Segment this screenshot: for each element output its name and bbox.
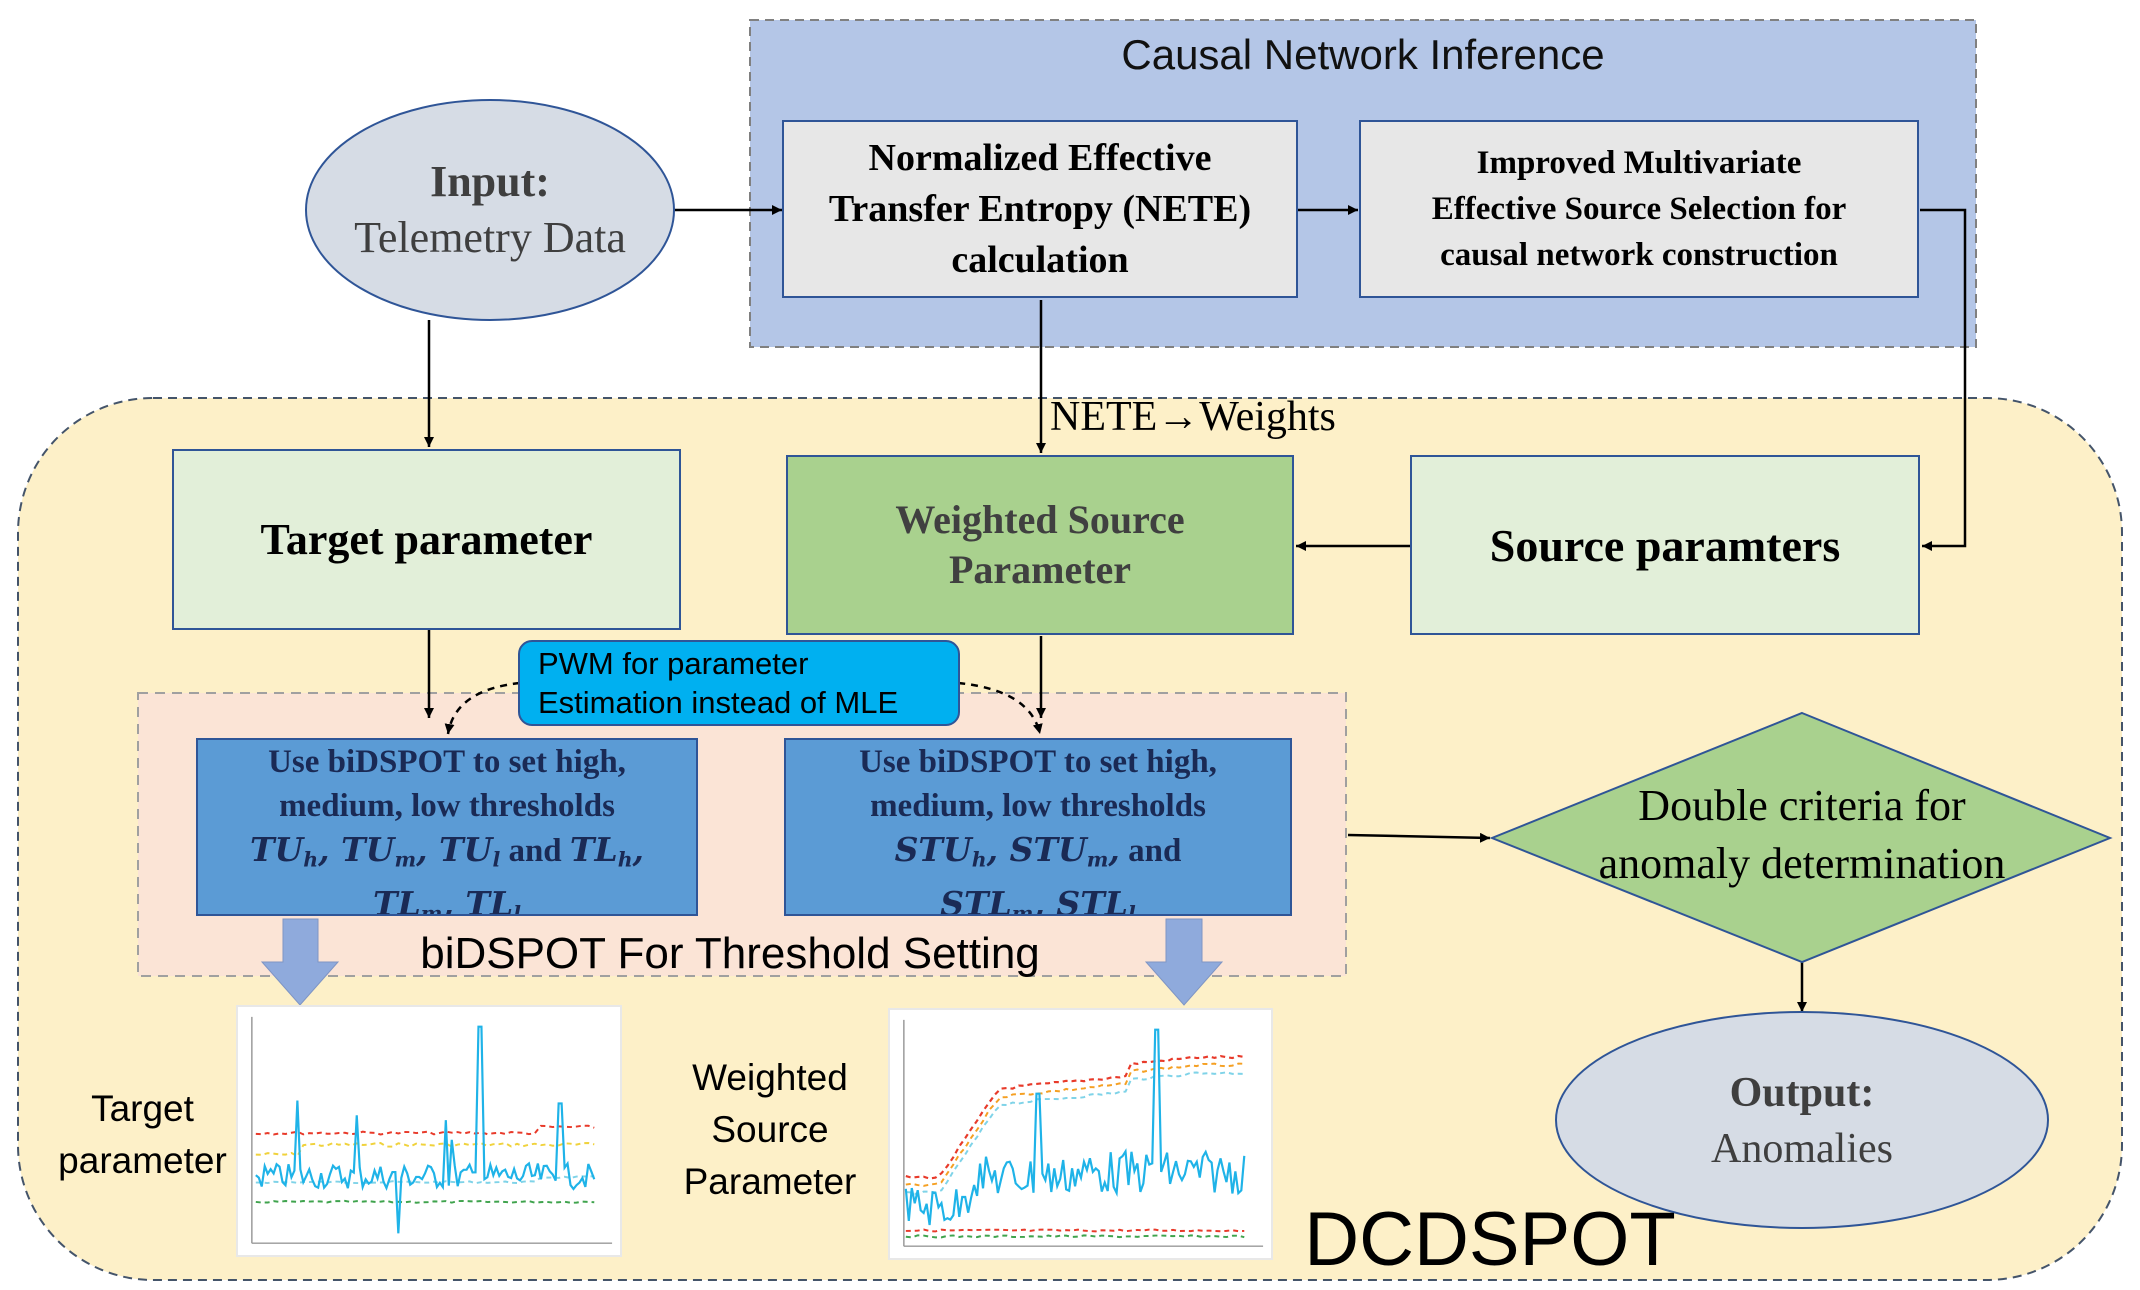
weighted-threshold-low	[905, 1071, 1245, 1196]
bidspot-right-line2: medium, low thresholds	[870, 788, 1206, 824]
output-ellipse	[1555, 1011, 2049, 1229]
tl-m: TL	[373, 883, 421, 916]
nete-box-line3: calculation	[951, 238, 1129, 281]
source-parameters-box-label: Source paramters	[1489, 519, 1841, 571]
tu-m-sub: m	[394, 847, 417, 872]
framework-name-text: DCDSPOT	[1304, 1196, 1676, 1282]
weighted-threshold-mid	[905, 1062, 1245, 1187]
weighted-plot-label-line2: Source	[711, 1109, 829, 1150]
stl-m-sub: m	[1011, 901, 1034, 916]
mess-box-line2: Effective Source Selection for	[1431, 191, 1847, 227]
tl-l-sub: l	[513, 901, 521, 916]
pwm-note: PWM for parameter Estimation instead of …	[518, 640, 960, 726]
mess-box-line1: Improved Multivariate	[1476, 145, 1802, 181]
stu-m: STU	[1009, 830, 1087, 869]
output-title: Output:	[1729, 1070, 1875, 1116]
bidspot-right-line3: STUh, STUm, and	[894, 830, 1182, 872]
nete-weights-label-text: NETE→Weights	[1050, 394, 1336, 440]
stl-l: STL	[1056, 883, 1129, 916]
decision-node: Double criteria for anomaly determinatio…	[1560, 770, 2044, 900]
input-title: Input:	[430, 157, 550, 206]
stu-h-sub: h	[971, 847, 987, 872]
input-subtitle: Telemetry Data	[354, 213, 626, 262]
weighted-series-line	[904, 1028, 1246, 1226]
bidspot-panel-title: biDSPOT For Threshold Setting	[340, 926, 1120, 982]
pwm-note-line2: Estimation instead of MLE	[538, 685, 899, 720]
dashed-arrow-note-right	[957, 681, 1043, 735]
down-arrow-left	[260, 918, 340, 1006]
output-subtitle: Anomalies	[1711, 1126, 1893, 1172]
bidspot-left-line1: Use biDSPOT to set high,	[268, 744, 626, 780]
weighted-source-plot	[888, 1008, 1273, 1260]
target-plot-image	[251, 1016, 613, 1244]
target-parameter-box: Target parameter	[172, 449, 681, 630]
weighted-source-box-line1: Weighted Source	[895, 497, 1185, 542]
nete-box: Normalized Effective Transfer Entropy (N…	[782, 120, 1298, 298]
mess-box: Improved Multivariate Effective Source S…	[1359, 120, 1919, 298]
stl-l-sub: l	[1128, 901, 1136, 916]
arrow-mess-to-source	[1920, 208, 1967, 551]
bidspot-left-line4: TLm, TLl	[373, 882, 521, 916]
tl-h-sub: h	[617, 847, 633, 872]
output-node: Output: Anomalies	[1600, 1062, 2004, 1180]
and-word-right: and	[1128, 833, 1182, 869]
tu-l: TU	[439, 830, 493, 869]
arrow-bidspot-to-decision	[1347, 832, 1491, 843]
weighted-plot-label: Weighted Source Parameter	[640, 1050, 900, 1210]
decision-line1: Double criteria for	[1638, 781, 1966, 830]
decision-diamond	[1489, 711, 2113, 964]
target-parameter-box-label: Target parameter	[260, 515, 593, 564]
target-plot-label: Target parameter	[30, 1080, 255, 1190]
tl-l: TL	[465, 883, 514, 916]
and-word-left: and	[508, 833, 562, 869]
bidspot-panel-title-text: biDSPOT For Threshold Setting	[420, 929, 1040, 978]
weighted-source-box: Weighted Source Parameter	[786, 455, 1294, 635]
target-threshold-high	[255, 1141, 595, 1158]
tu-l-sub: l	[492, 847, 501, 872]
stu-h: STU	[894, 830, 972, 869]
target-plot-label-line1: Target	[91, 1088, 194, 1129]
down-arrow-right	[1144, 918, 1224, 1006]
weighted-plot-image	[903, 1019, 1264, 1247]
target-parameter-plot	[236, 1005, 622, 1257]
weighted-plot-label-line1: Weighted	[692, 1057, 848, 1098]
framework-name: DCDSPOT	[1300, 1196, 1680, 1282]
nete-box-line1: Normalized Effective	[868, 136, 1212, 179]
target-plot-label-line2: parameter	[58, 1140, 227, 1181]
stu-m-sub: m	[1086, 847, 1109, 872]
stl-m: STL	[940, 883, 1012, 916]
causal-panel-title-text: Causal Network Inference	[1121, 31, 1605, 78]
weighted-plot-label-line3: Parameter	[683, 1161, 857, 1202]
bidspot-right-box: Use biDSPOT to set high, medium, low thr…	[784, 738, 1292, 916]
bidspot-right-line4: STLm, STLl	[940, 882, 1136, 916]
weighted-threshold-bottom	[905, 1228, 1245, 1233]
nete-box-line2: Transfer Entropy (NETE)	[828, 187, 1252, 230]
bidspot-left-line2: medium, low thresholds	[279, 788, 615, 824]
decision-line2: anomaly determination	[1598, 839, 2006, 888]
weighted-source-box-line2: Parameter	[948, 547, 1132, 592]
tl-h: TL	[569, 830, 618, 869]
target-series-line	[255, 1025, 596, 1234]
weighted-threshold-bottom-2	[905, 1234, 1245, 1239]
target-threshold-low	[255, 1199, 595, 1204]
bidspot-right-line1: Use biDSPOT to set high,	[859, 744, 1217, 780]
tu-m: TU	[341, 830, 395, 869]
dashed-arrow-note-left	[444, 681, 521, 735]
tl-m-sub: m	[420, 901, 443, 916]
tu-h-sub: h	[303, 847, 319, 872]
mess-box-line3: causal network construction	[1440, 237, 1838, 273]
tu-h: TU	[249, 830, 304, 869]
causal-panel-title: Causal Network Inference	[750, 26, 1976, 84]
bidspot-left-box: Use biDSPOT to set high, medium, low thr…	[196, 738, 698, 916]
nete-weights-label: NETE→Weights	[1050, 392, 1390, 442]
target-threshold-upper	[255, 1124, 595, 1136]
pwm-note-line1: PWM for parameter	[538, 646, 809, 681]
bidspot-left-line3: TUh, TUm, TUl and TLh,	[249, 830, 645, 872]
input-ellipse	[305, 99, 675, 321]
source-parameters-box: Source paramters	[1410, 455, 1920, 635]
weighted-threshold-high	[905, 1054, 1245, 1180]
input-node: Input: Telemetry Data	[306, 140, 674, 280]
